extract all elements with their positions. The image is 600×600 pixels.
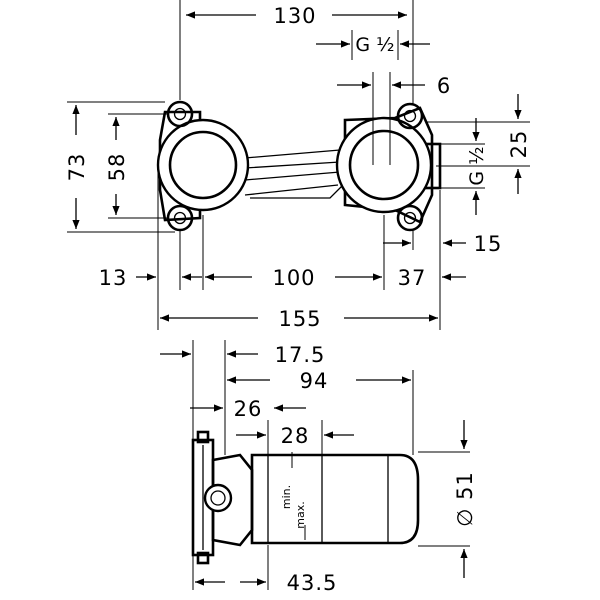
label-min: min. (280, 485, 293, 509)
label-max: max. (294, 501, 307, 528)
dim-g-half-side: G ½ (466, 146, 488, 185)
extension-lines-side (192, 340, 470, 590)
left-mount-body (158, 110, 202, 222)
left-housing-inner (168, 130, 238, 200)
side-view: min. max. (191, 430, 420, 565)
dim-28: 28 (281, 424, 310, 448)
dim-155: 155 (278, 307, 321, 331)
top-view (156, 72, 442, 232)
dim-100: 100 (272, 266, 315, 290)
dim-130: 130 (273, 4, 316, 28)
dim-diameter-51: ∅ 51 (453, 471, 477, 527)
dim-17-5: 17.5 (275, 343, 326, 367)
dim-58: 58 (105, 153, 129, 182)
dim-94: 94 (300, 369, 329, 393)
right-housing-inner (348, 129, 420, 201)
dim-15: 15 (474, 232, 503, 256)
dim-37: 37 (398, 266, 427, 290)
dim-g-half-top: G ½ (355, 34, 394, 56)
dim-43-5: 43.5 (287, 571, 338, 595)
bridge (244, 149, 341, 196)
dim-73: 73 (65, 153, 89, 182)
dim-13: 13 (99, 266, 128, 290)
dim-26: 26 (234, 397, 263, 421)
dim-25: 25 (507, 130, 531, 159)
extension-lines-top (67, 0, 530, 330)
dim-6: 6 (437, 74, 451, 98)
left-housing-outer (156, 118, 250, 212)
